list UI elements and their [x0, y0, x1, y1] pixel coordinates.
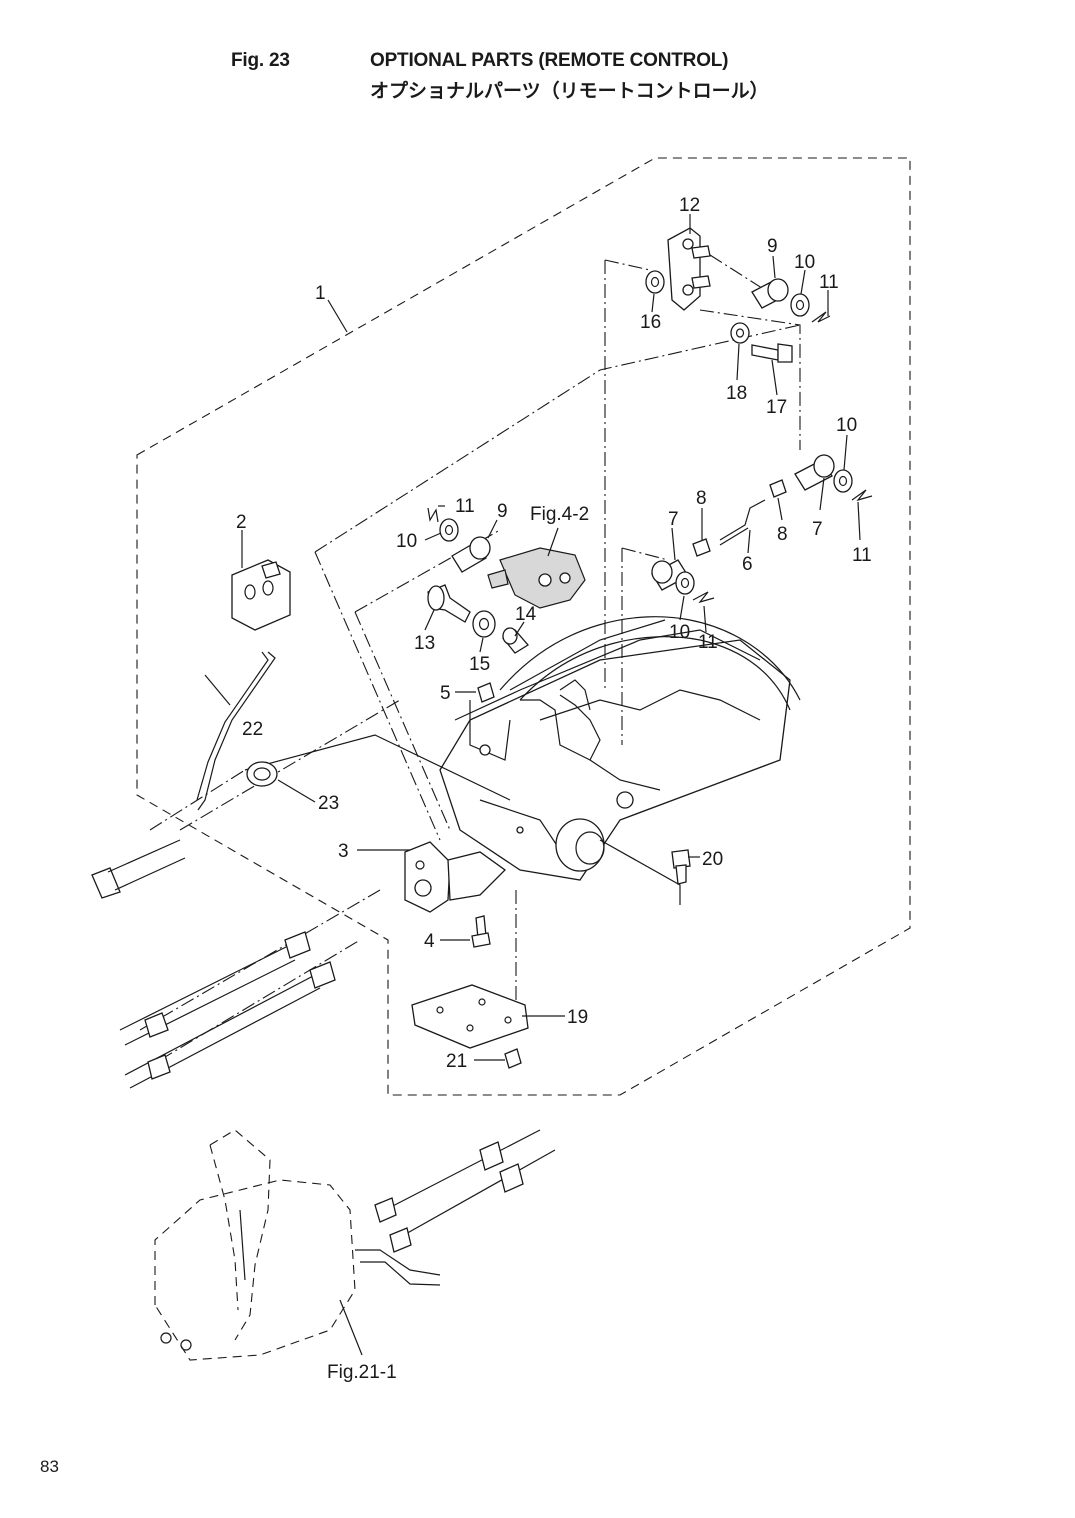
remote-control-cables	[119, 931, 336, 1089]
callout-13: 13	[414, 633, 435, 654]
callout-11-lower: 11	[698, 632, 718, 653]
callout-2: 2	[236, 512, 247, 533]
part-15-bushing	[472, 610, 496, 638]
part-14-collar	[502, 627, 529, 654]
callout-21: 21	[446, 1051, 467, 1072]
fig-21-1-label: Fig.21-1	[327, 1362, 397, 1383]
part-10-washer-lower	[675, 571, 695, 595]
callout-14: 14	[515, 604, 537, 625]
part-10-washer-left	[439, 518, 459, 542]
part-17-bolt	[751, 343, 793, 363]
fig-4-2-label: Fig.4-2	[530, 504, 589, 525]
callout-15: 15	[469, 654, 490, 675]
part-13-pin	[427, 584, 471, 623]
figure-title-english: OPTIONAL PARTS (REMOTE CONTROL)	[370, 50, 729, 71]
part-18-washer	[730, 322, 750, 344]
part-21-nut	[504, 1048, 522, 1069]
callout-4: 4	[424, 931, 435, 952]
callout-6: 6	[742, 554, 753, 575]
remote-control-box	[154, 1129, 556, 1361]
part-22-rod	[197, 651, 276, 811]
callout-9-upper: 9	[767, 236, 778, 257]
figure-title-japanese: オプショナルパーツ（リモートコントロール）	[370, 80, 769, 102]
part-19-plate	[411, 984, 529, 1049]
cable-end-fitting	[91, 839, 186, 899]
callout-17: 17	[766, 397, 787, 418]
figure-number: Fig. 23	[231, 50, 290, 71]
callout-20: 20	[702, 849, 723, 870]
callout-3: 3	[338, 841, 349, 862]
callout-8-left: 8	[696, 488, 707, 509]
part-23-grommet	[246, 761, 278, 787]
mount-bracket-assembly	[439, 619, 791, 881]
callout-11-left: 11	[455, 496, 475, 517]
part-10-washer-right	[833, 469, 853, 493]
callout-10-left: 10	[396, 531, 417, 552]
callout-11-upper: 11	[819, 272, 839, 293]
page-number: 83	[40, 1457, 59, 1476]
part-12-link-plate	[667, 227, 711, 311]
callouts: 1 2 3 4 5 6 7 7 8 8 9 9 10 10 10 10 11 1…	[236, 195, 872, 1383]
part-3-cable-bracket	[404, 841, 507, 913]
cable-guide-arm	[499, 616, 801, 701]
part-7-joint-right	[794, 454, 835, 491]
callout-1: 1	[315, 283, 326, 304]
part-8-nut-left	[692, 538, 711, 557]
part-20-bolt	[671, 849, 691, 885]
callout-9-left: 9	[497, 501, 508, 522]
part-7-joint-left	[651, 559, 689, 591]
leader-lines	[204, 214, 861, 1356]
part-5-nut	[477, 682, 495, 703]
part-9-ball-joint-left	[451, 536, 491, 573]
part-2-plate	[231, 559, 291, 631]
callout-10-upper: 10	[794, 252, 815, 273]
part-8-nut-right	[769, 479, 787, 498]
part-11-clip-left	[427, 507, 439, 523]
part-9-ball-joint-upper	[751, 278, 789, 309]
kit-boundary	[136, 157, 911, 1096]
part-10-washer-upper	[790, 293, 810, 317]
callout-19: 19	[567, 1007, 588, 1028]
callout-10-lower: 10	[669, 622, 690, 643]
part-4-bolt	[471, 915, 491, 948]
part-11-clip-right	[851, 489, 873, 502]
callout-12: 12	[679, 195, 700, 216]
callout-8-right: 8	[777, 524, 788, 545]
part-11-clip-upper	[811, 311, 831, 323]
callout-23: 23	[318, 793, 339, 814]
callout-11-right: 11	[852, 545, 872, 566]
callout-18: 18	[726, 383, 747, 404]
part-11-clip-lower	[692, 591, 715, 604]
callout-22: 22	[242, 719, 263, 740]
fig-4-2-referenced-part	[487, 547, 586, 609]
callout-10-right: 10	[836, 415, 857, 436]
callout-5: 5	[440, 683, 451, 704]
callout-16: 16	[640, 312, 661, 333]
callout-7-left: 7	[668, 509, 679, 530]
callout-7-right: 7	[812, 519, 823, 540]
part-16-washer	[645, 270, 665, 294]
part-6-rod	[719, 499, 766, 546]
